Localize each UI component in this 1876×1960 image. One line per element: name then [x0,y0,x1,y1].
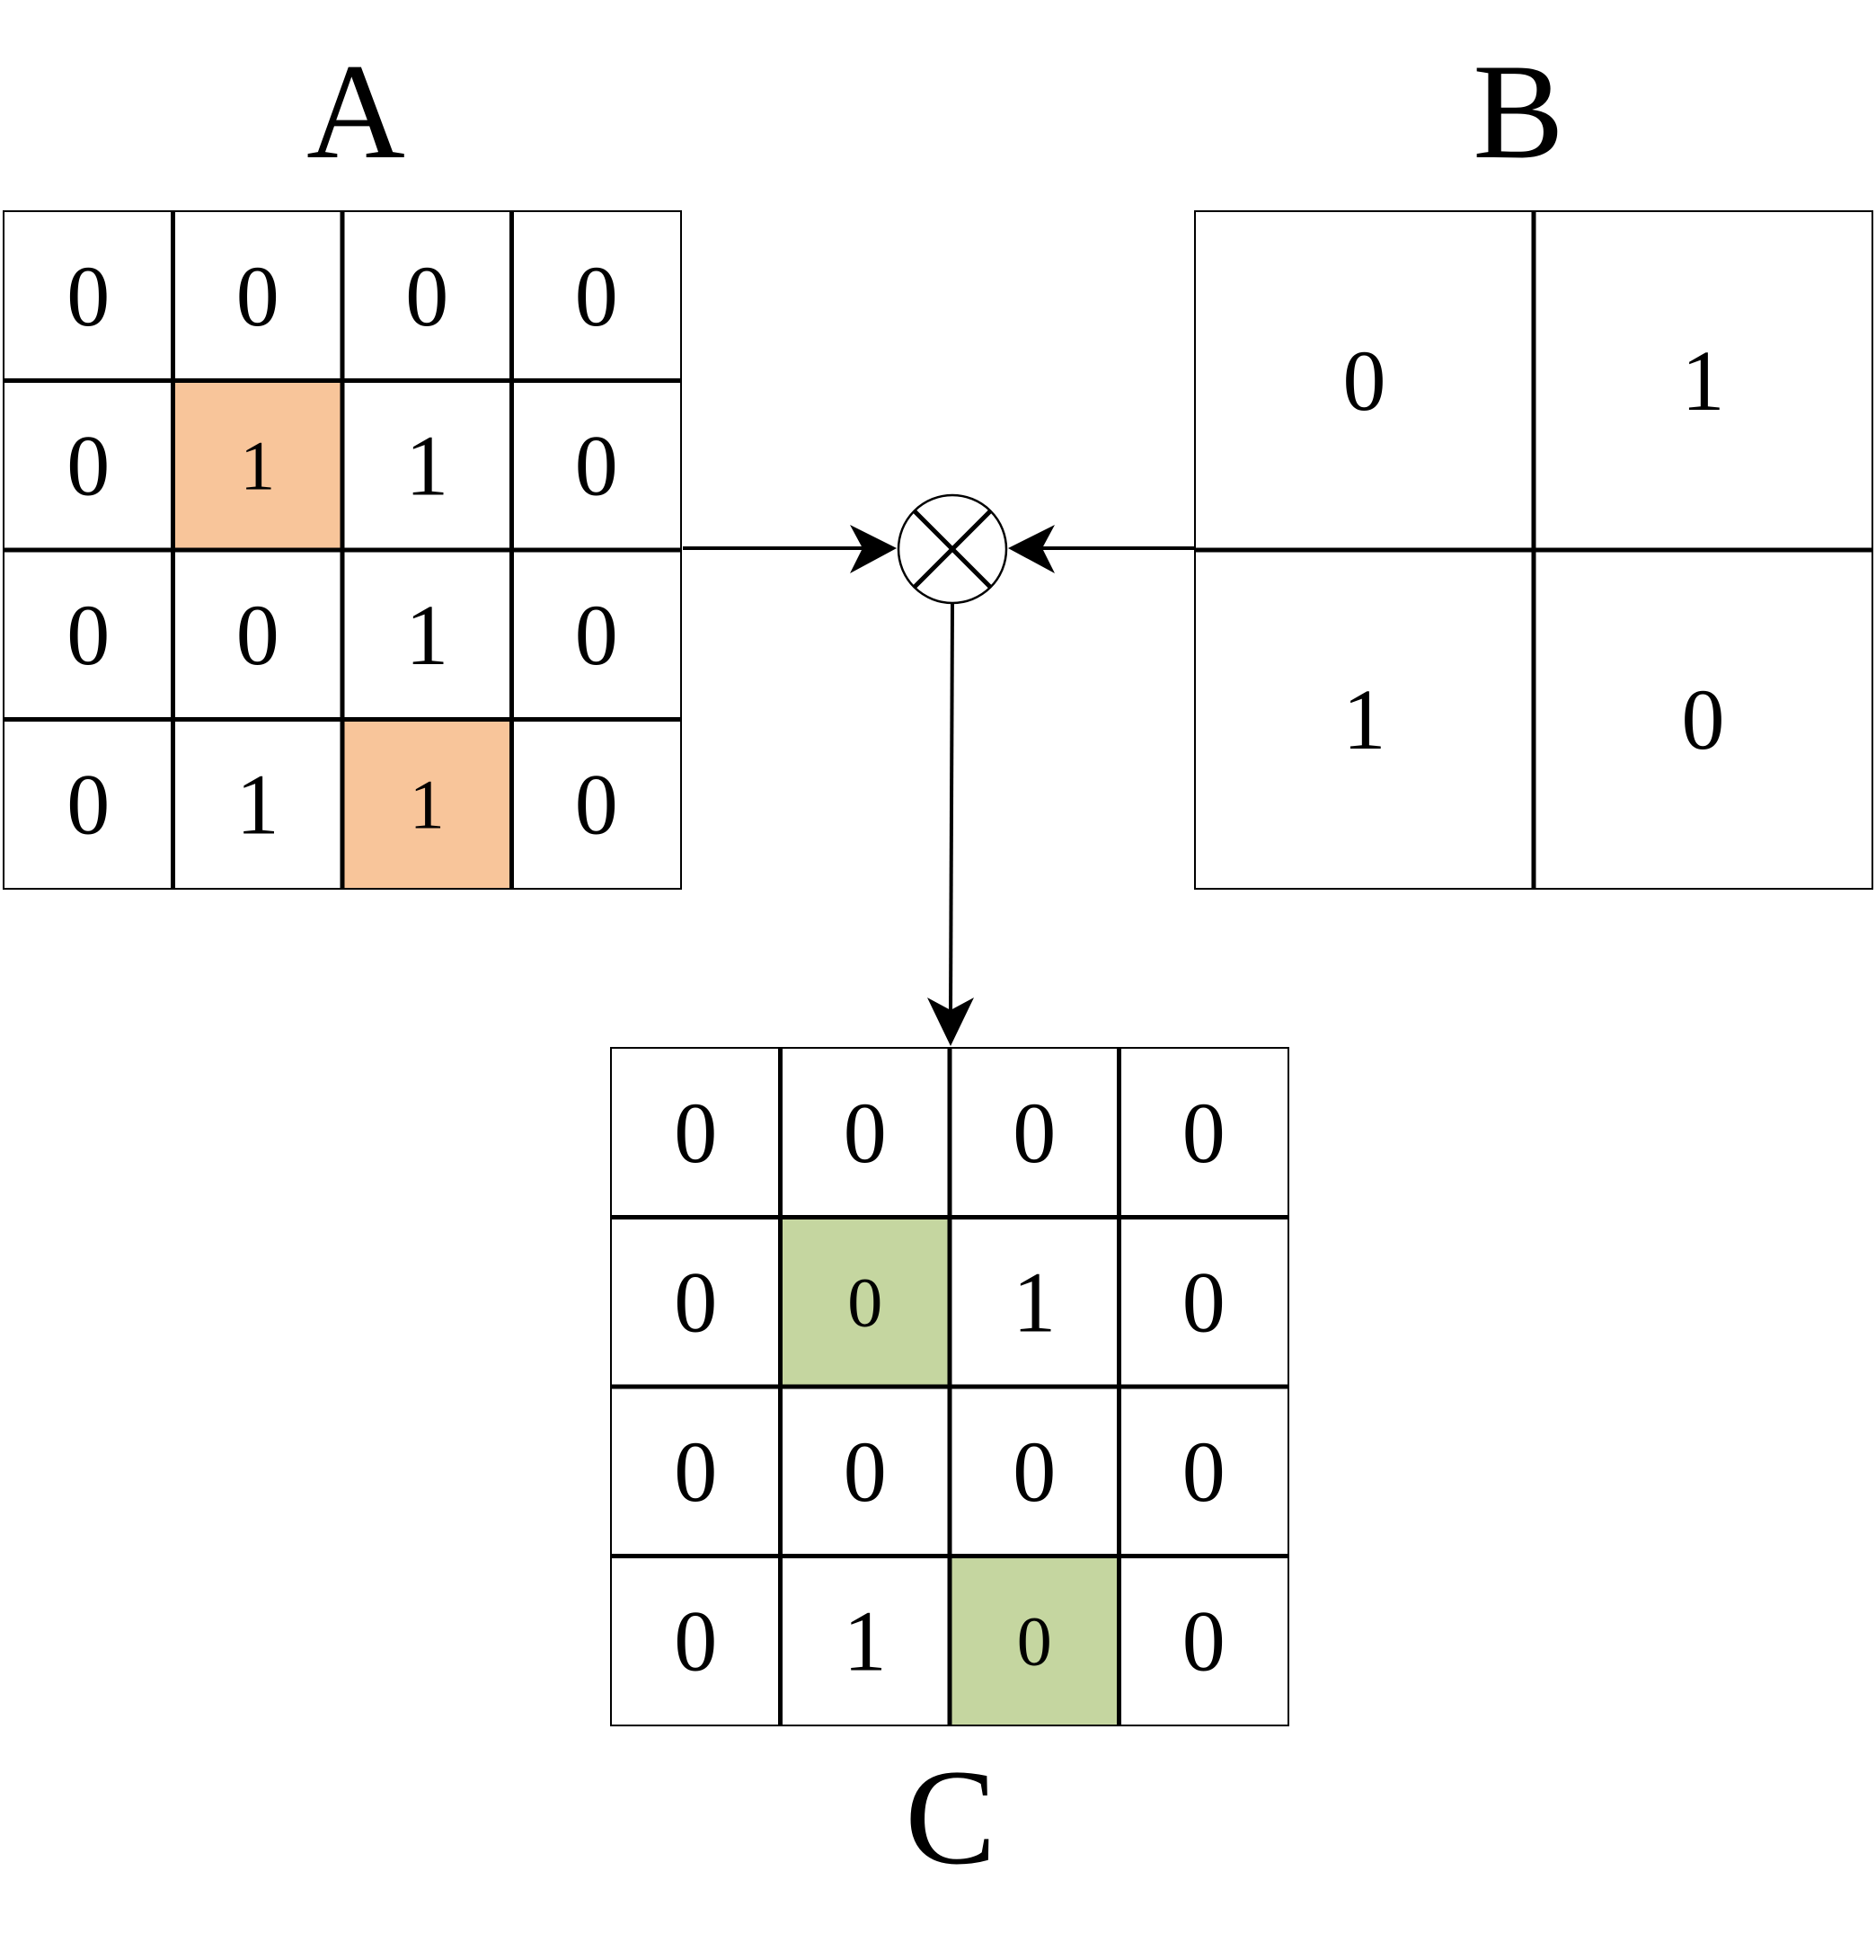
matrix-a-value-r2-c0: 0 [66,587,110,683]
matrix-c-value-r0-c3: 0 [1182,1085,1226,1181]
matrix-c-value-r3-c1: 1 [844,1592,887,1689]
matrix-cell [4,380,173,550]
matrix-c-value-r2-c0: 0 [674,1423,717,1520]
matrix-cell [1119,1387,1288,1556]
matrix-cell [1195,550,1534,889]
matrix-cell [1119,1217,1288,1387]
matrix-cell-highlighted [342,719,512,889]
matrix-cell [1195,211,1534,550]
matrix-a-value-r3-c1: 1 [236,756,279,852]
matrix-a-value-r3-c2: 1 [410,765,445,843]
matrix-cell [611,1387,781,1556]
matrix-a-value-r0-c3: 0 [575,248,618,344]
matrix-cell [611,1556,781,1725]
matrix-a-value-r0-c2: 0 [405,248,448,344]
matrix-a-value-r1-c2: 1 [405,417,448,513]
matrix-cell [1534,211,1872,550]
matrix-a-value-r0-c0: 0 [66,248,110,344]
matrix-a: 0 0 0 0 0 1 1 0 0 0 1 0 0 1 1 0 [3,210,682,890]
matrix-b-value-r1-c0: 1 [1343,671,1386,767]
matrix-a-value-r1-c3: 0 [575,417,618,513]
matrix-cell [780,1048,950,1218]
matrix-cell [173,211,342,381]
matrix-c-value-r2-c1: 0 [844,1423,887,1520]
matrix-cell [1534,550,1872,889]
matrix-cell [950,1048,1119,1218]
matrix-cell [611,1217,781,1387]
connector-b-to-operator [1008,525,1195,573]
matrix-b-value-r1-c1: 0 [1682,671,1725,767]
matrix-a-value-r1-c0: 0 [66,417,110,513]
matrix-c-value-r1-c2: 1 [1013,1254,1056,1350]
matrix-cell-highlighted [780,1217,950,1387]
matrix-c-value-r0-c1: 0 [844,1085,887,1181]
matrix-cell [511,211,681,381]
matrix-c: 0 0 0 0 0 0 1 0 0 0 0 0 0 1 0 0 [610,1047,1289,1726]
matrix-c-value-r1-c3: 0 [1182,1254,1226,1350]
matrix-cell [342,550,512,720]
matrix-a-value-r3-c3: 0 [575,756,618,852]
matrix-c-value-r1-c1: 0 [847,1263,882,1341]
matrix-cell [4,211,173,381]
matrix-a-value-r3-c0: 0 [66,756,110,852]
matrix-c-label: C [905,1742,996,1893]
matrix-c-value-r3-c3: 0 [1182,1592,1226,1689]
matrix-c-value-r2-c2: 0 [1013,1423,1056,1520]
matrix-cell-highlighted [173,380,342,550]
matrix-c-value-r0-c0: 0 [674,1085,717,1181]
matrix-b-label: B [1473,36,1563,187]
connector-operator-to-c [927,603,974,1046]
matrix-cell [4,550,173,720]
matrix-cell [511,380,681,550]
matrix-a-value-r2-c2: 1 [405,587,448,683]
matrix-c-value-r3-c0: 0 [674,1592,717,1689]
matrix-cell [173,550,342,720]
matrix-cell [4,719,173,889]
matrix-a-value-r2-c3: 0 [575,587,618,683]
matrix-a-value-r2-c1: 0 [236,587,279,683]
matrix-cell [342,380,512,550]
matrix-c-value-r1-c0: 0 [674,1254,717,1350]
connector-a-to-operator [683,525,897,573]
matrix-a-value-r0-c1: 0 [236,248,279,344]
circled-times-icon [897,493,1008,605]
matrix-cell [950,1387,1119,1556]
matrix-cell [511,550,681,720]
matrix-b-value-r0-c1: 1 [1682,333,1725,429]
matrix-cell [950,1217,1119,1387]
matrix-cell [342,211,512,381]
matrix-c-value-r0-c2: 0 [1013,1085,1056,1181]
matrix-cell [1119,1048,1288,1218]
matrix-c-value-r2-c3: 0 [1182,1423,1226,1520]
matrix-cell-highlighted [950,1556,1119,1725]
matrix-cell [1119,1556,1288,1725]
matrix-b-value-r0-c0: 0 [1343,333,1386,429]
matrix-cell [511,719,681,889]
matrix-a-value-r1-c1: 1 [240,426,275,504]
matrix-a-label: A [306,36,405,187]
matrix-cell [173,719,342,889]
matrix-cell [780,1387,950,1556]
matrix-c-value-r3-c2: 0 [1017,1601,1052,1680]
matrix-cell [780,1556,950,1725]
matrix-b: 0 1 1 0 [1194,210,1873,890]
matrix-cell [611,1048,781,1218]
